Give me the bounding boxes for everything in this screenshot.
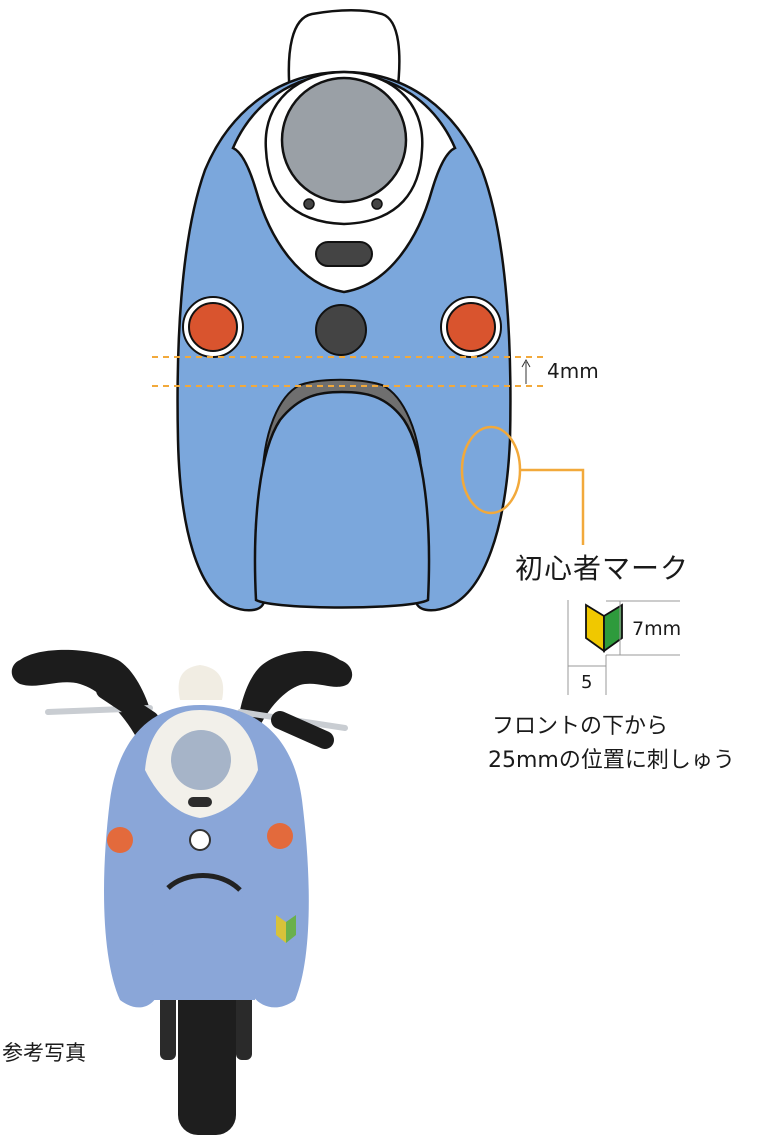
mark-height-label: 7mm: [632, 618, 682, 640]
front-fender: [253, 390, 431, 609]
photo-front-wheel: [178, 975, 236, 1135]
photo-fork-left: [160, 990, 176, 1060]
emblem: [315, 304, 367, 356]
photo-windscreen: [178, 665, 224, 700]
gap-arrow-head: [521, 358, 531, 368]
photo-fender-gap: [166, 873, 242, 892]
placement-note-line2: 25mmの位置に刺しゅう: [488, 748, 735, 773]
headlight-lens: [280, 76, 408, 204]
photo-fork-right: [236, 990, 252, 1060]
gap-dimension-label: 4mm: [547, 359, 599, 383]
left-turn-signal: [188, 302, 238, 352]
photo-handlebar-left: [11, 649, 155, 735]
placement-note-line1: フロントの下から: [492, 714, 669, 739]
gap-guide: [152, 356, 545, 387]
photo-vent: [188, 797, 212, 807]
beginner-mark-figure: [567, 600, 680, 695]
left-indicator-dot: [303, 198, 315, 210]
photo-grip-left: [96, 681, 159, 729]
scooter-schematic: [176, 9, 512, 612]
beginner-mark-icon: [585, 603, 623, 653]
beginner-mark-title: 初心者マーク: [515, 552, 690, 585]
mark-width-label: 5: [581, 672, 593, 693]
front-vent: [315, 241, 373, 267]
right-turn-signal: [446, 302, 496, 352]
photo-turn-signal-left: [107, 827, 133, 853]
photo-headlight: [171, 730, 231, 790]
photo-emblem: [189, 829, 211, 851]
photo-handlebar-right: [238, 650, 353, 730]
reference-photo: [11, 649, 353, 1135]
mark-callout: [460, 425, 585, 545]
reference-photo-caption: 参考写真: [2, 1041, 86, 1065]
callout-leader: [520, 468, 585, 545]
right-indicator-dot: [371, 198, 383, 210]
photo-fender: [149, 877, 257, 1000]
photo-turn-signal-right: [267, 823, 293, 849]
photo-beginner-mark: [276, 915, 296, 943]
photo-grip-right: [271, 711, 334, 749]
